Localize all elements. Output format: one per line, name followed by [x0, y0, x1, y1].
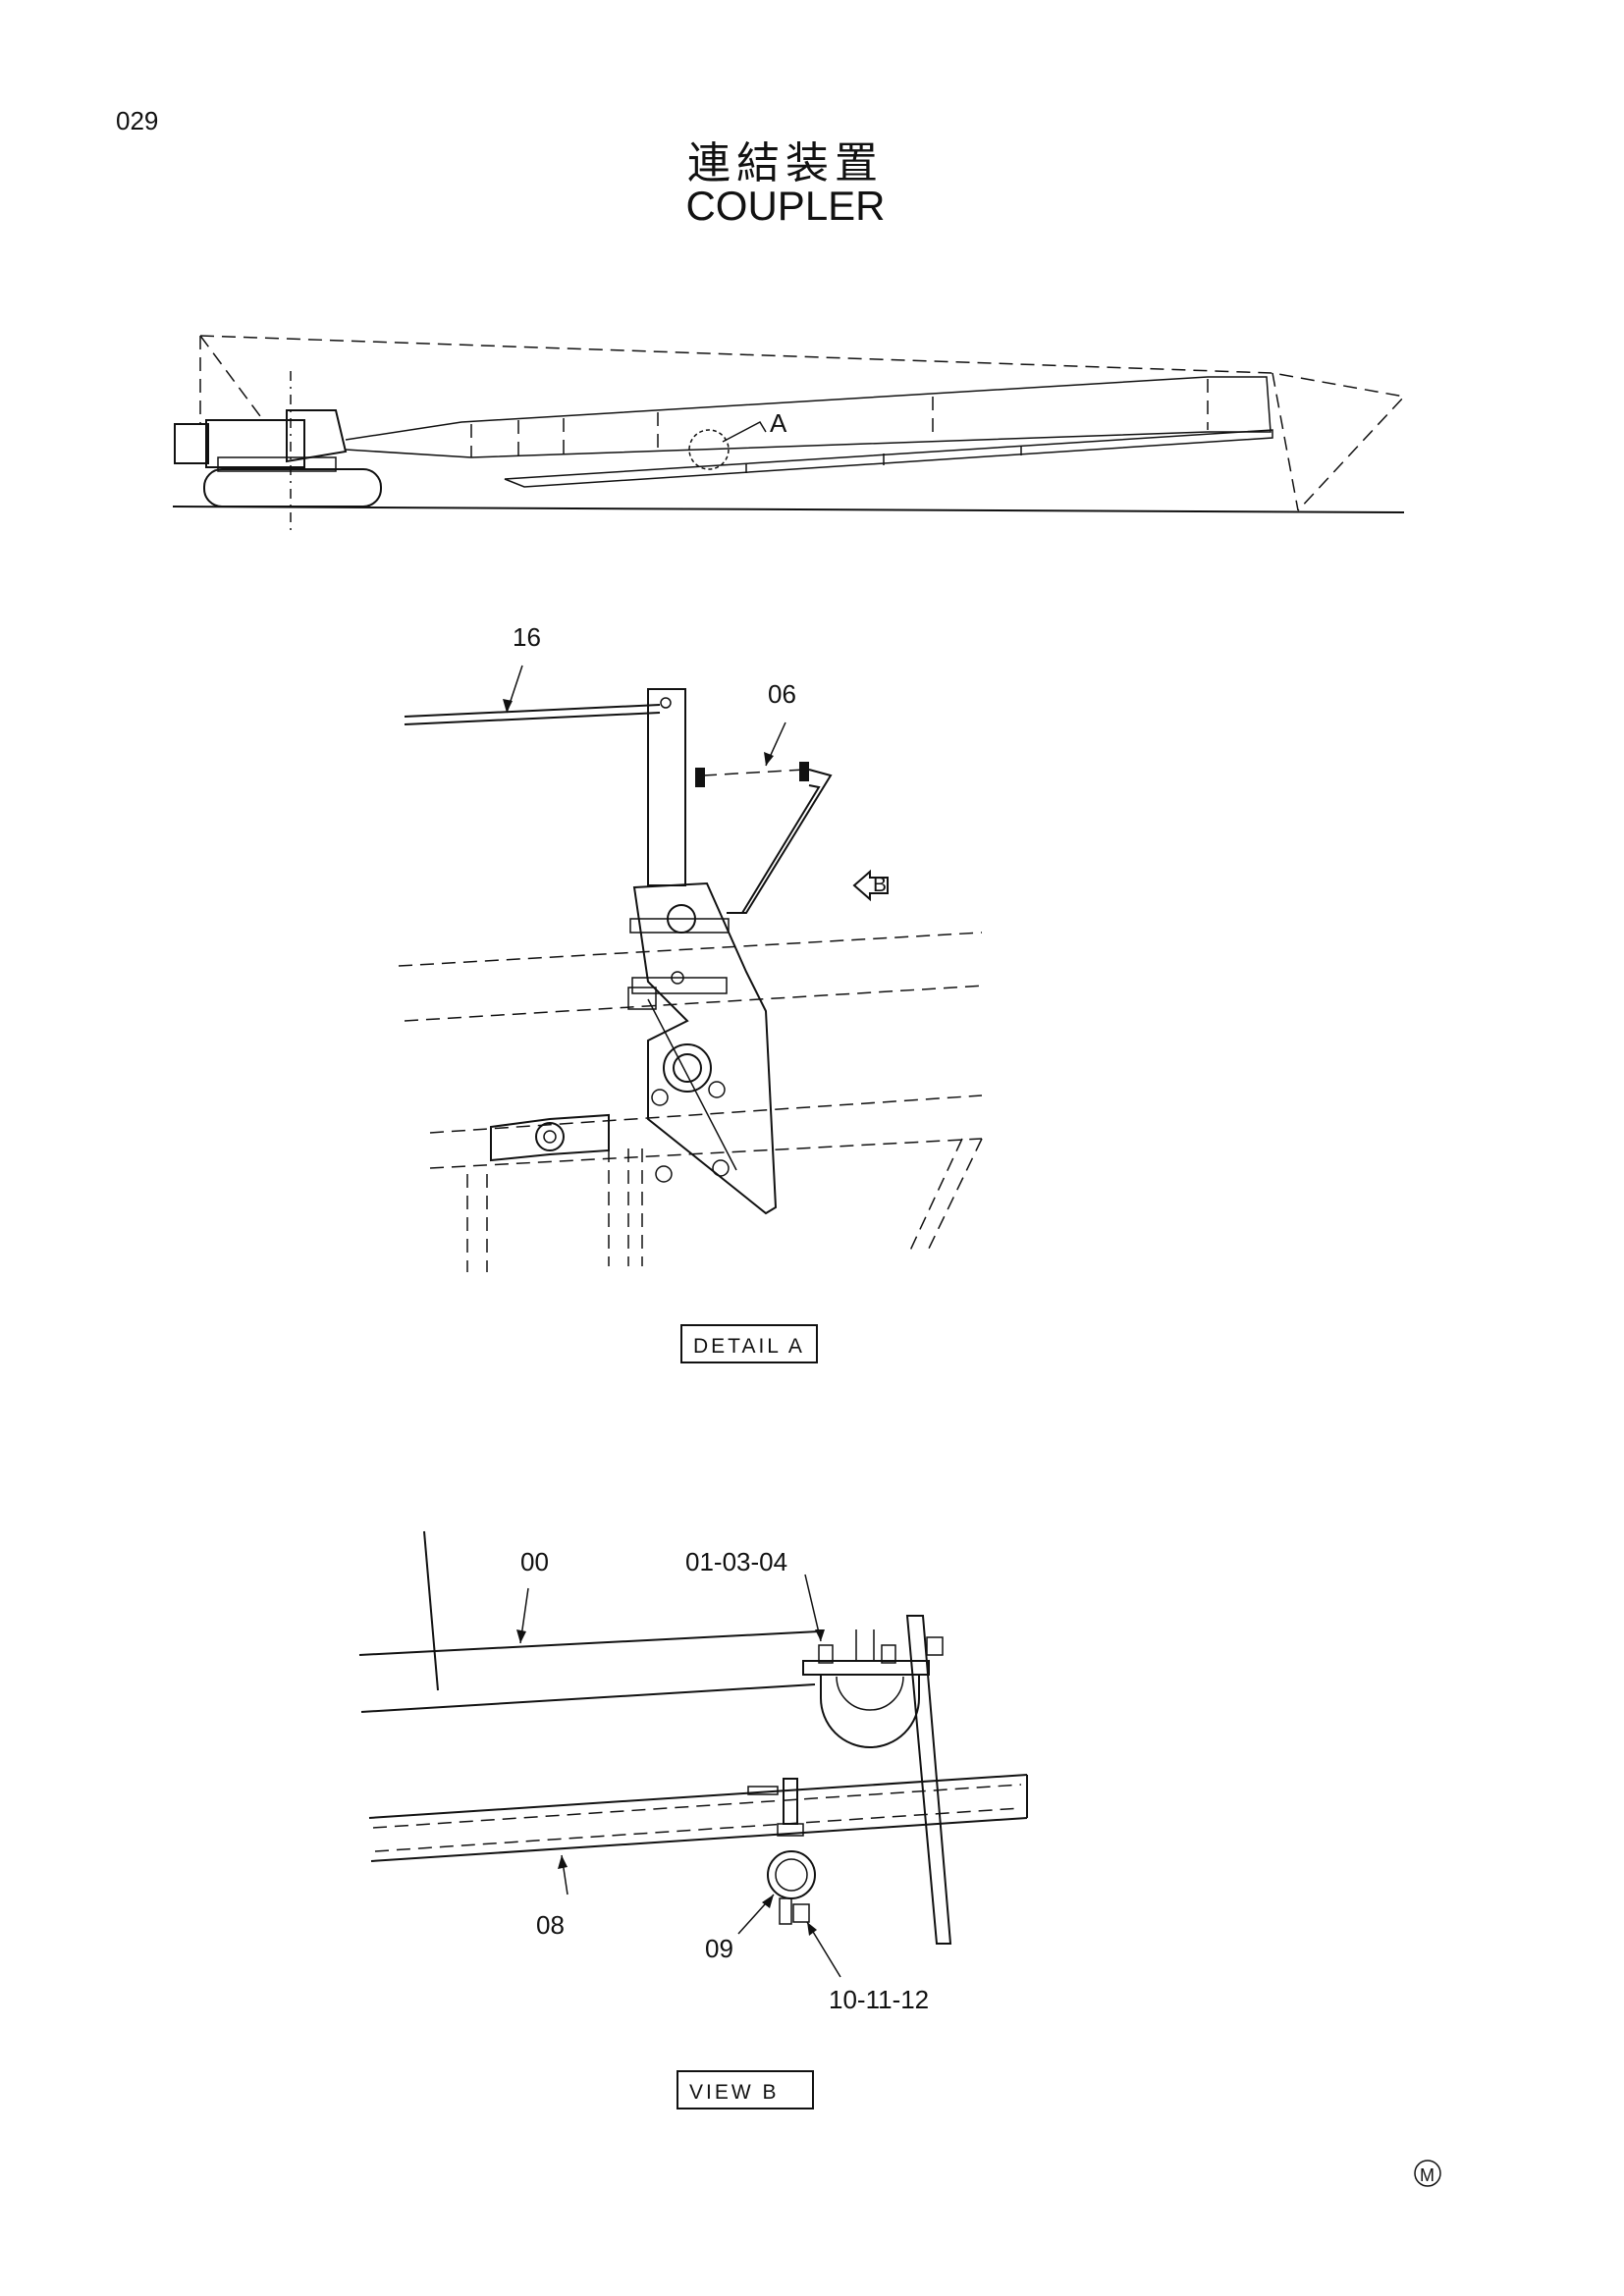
- view-b-marker: B: [873, 874, 890, 896]
- overview-detail-marker: A: [770, 408, 787, 438]
- overview-drawing: A: [172, 335, 1406, 532]
- footer-mark: M: [1414, 2160, 1441, 2187]
- callout-08: 08: [536, 1910, 565, 1940]
- detail-a-drawing: 16 06: [398, 622, 987, 1363]
- view-b-label: VIEW B: [689, 2081, 780, 2104]
- footer-mark-letter: M: [1420, 2165, 1435, 2185]
- callout-01-03-04: 01-03-04: [685, 1547, 787, 1576]
- callout-00: 00: [520, 1547, 549, 1576]
- page-number: 029: [116, 106, 159, 135]
- callout-16: 16: [513, 622, 541, 652]
- view-b-drawing: 00 01-03-04 08 09: [358, 1530, 1028, 2109]
- callout-10-11-12: 10-11-12: [829, 1985, 929, 2014]
- title-japanese: 連結装置: [687, 138, 884, 188]
- title-english: COUPLER: [685, 183, 886, 229]
- detail-a-label: DETAIL A: [693, 1335, 805, 1358]
- callout-09: 09: [705, 1934, 733, 1963]
- callout-06: 06: [768, 679, 796, 709]
